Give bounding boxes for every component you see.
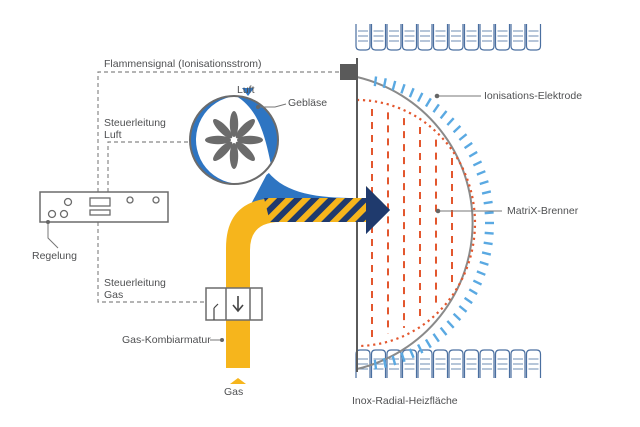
signal-box-icon (340, 64, 356, 80)
heat-exchanger-top (355, 24, 542, 51)
heat-exchanger-bottom (355, 349, 542, 378)
fan-blade (235, 141, 255, 161)
fin (386, 24, 402, 51)
control-line-air-label-1: Steuerleitung (104, 117, 166, 129)
fan-blade (213, 141, 233, 161)
fan-blade (205, 135, 231, 145)
electrode-tick (400, 352, 406, 363)
air-label: Luft (237, 84, 255, 96)
electrode-tick (391, 80, 397, 91)
fin (525, 349, 542, 378)
electrode-tick (458, 305, 468, 313)
gas-inlet-arrow (230, 378, 246, 384)
electrode-tick (382, 78, 387, 89)
fin (463, 24, 480, 51)
fin (510, 24, 526, 51)
electrode-tick (452, 312, 462, 321)
fan-blade (237, 135, 263, 145)
electrode-tick (432, 103, 440, 113)
electrode-tick (446, 320, 455, 329)
electrode-tick (468, 150, 478, 158)
control-unit-label: Regelung (32, 250, 77, 262)
fin (355, 24, 371, 51)
gas-pipe (226, 198, 360, 368)
electrode-tick (439, 326, 448, 336)
fin (370, 24, 387, 51)
ionisation-electrode-label: Ionisations-Elektrode (484, 90, 583, 102)
heat-exchanger-label: Inox-Radial-Heizfläche (352, 395, 458, 407)
fan-blade (213, 119, 233, 139)
electrode-tick (400, 83, 406, 94)
fin (401, 24, 418, 51)
mixture-arrow (264, 186, 390, 234)
electrode-tick (446, 117, 455, 126)
electrode-ticks (373, 76, 494, 370)
fin (448, 24, 464, 51)
fin (479, 349, 495, 378)
electrode-tick (476, 170, 486, 176)
burner-label: MatriX-Brenner (507, 205, 579, 217)
electrode-tick (472, 160, 483, 167)
fin (417, 349, 433, 378)
fin (510, 349, 526, 378)
valve-icon (205, 287, 263, 321)
fin (448, 349, 464, 378)
electrode-tick (463, 141, 473, 150)
control-lines (97, 71, 340, 303)
control-panel-icon (39, 191, 169, 223)
electrode-tick (417, 343, 424, 354)
ionisation-electrode (356, 76, 474, 370)
fin (525, 24, 542, 51)
electrode-tick (463, 296, 473, 305)
electrode-tick (432, 333, 440, 343)
electrode-tick (476, 270, 486, 276)
electrode-tick (479, 260, 489, 266)
fin (494, 24, 511, 51)
electrode-tick (468, 288, 478, 296)
fan-blade (229, 143, 239, 169)
fin (432, 349, 449, 378)
burner-outline (357, 98, 477, 348)
control-line-gas-label-1: Steuerleitung (104, 277, 166, 289)
electrode-tick (452, 125, 462, 134)
fin (432, 24, 449, 51)
fin (417, 24, 433, 51)
electrode-tick (484, 211, 494, 215)
fin (479, 24, 495, 51)
electrode-tick (408, 348, 415, 359)
flame-signal-label: Flammensignal (Ionisationsstrom) (104, 58, 262, 70)
electrode-tick (408, 87, 415, 98)
electrode-tick (458, 133, 468, 141)
fan-blade (229, 111, 239, 137)
electrode-tick (391, 355, 397, 366)
fin (370, 349, 387, 378)
electrode-tick (479, 180, 489, 186)
electrode-tick (424, 338, 432, 349)
electrode-tick (373, 76, 378, 87)
electrode-tick (373, 359, 378, 370)
fin (463, 349, 480, 378)
burner-flames (371, 108, 453, 338)
electrode-tick (439, 110, 448, 120)
electrode-tick (481, 251, 492, 256)
control-line-air-label-2: Luft (104, 129, 122, 141)
electrode-tick (481, 190, 492, 195)
gas-label: Gas (224, 386, 244, 398)
fan-blade (235, 119, 255, 139)
electrode-tick (484, 231, 494, 235)
electrode-tick (417, 92, 424, 103)
electrode-tick (472, 279, 483, 286)
gas-valve-label: Gas-Kombiarmatur (122, 334, 211, 346)
electrode-tick (424, 97, 432, 108)
electrode-tick (382, 357, 387, 368)
fin (494, 349, 511, 378)
electrode-tick (483, 200, 493, 205)
electrode-tick (483, 241, 493, 246)
fin (386, 349, 402, 378)
fan-label: Gebläse (288, 97, 328, 109)
control-line-gas-label-2: Gas (104, 289, 124, 301)
